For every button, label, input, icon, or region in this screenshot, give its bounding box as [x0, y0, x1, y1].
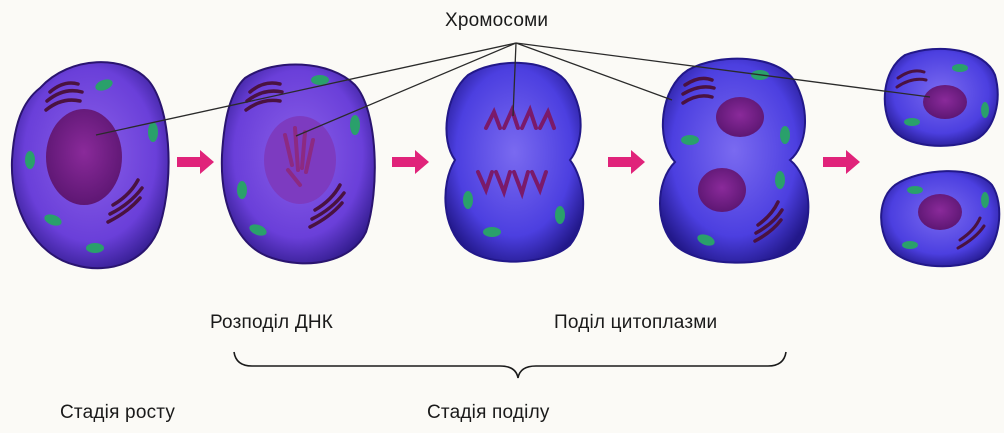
arrow-4: [823, 150, 860, 174]
nucleus: [46, 109, 122, 205]
arrow-3: [608, 150, 645, 174]
arrow-1: [177, 150, 214, 174]
cell-interphase: [12, 62, 169, 268]
dna-division-label: Розподіл ДНК: [210, 312, 333, 334]
daughter-cell-upper: [885, 49, 998, 146]
nucleus: [923, 85, 967, 119]
arrow-2: [392, 150, 429, 174]
cell-dna-replication: [222, 64, 375, 263]
division-brace: [234, 352, 786, 378]
cytoplasm-division-label: Поділ цитоплазми: [554, 312, 717, 334]
growth-stage-label: Стадія росту: [60, 402, 175, 424]
nucleus-upper: [716, 97, 764, 137]
chromosomes-label: Хромосоми: [445, 10, 548, 32]
daughter-cell-lower: [881, 171, 999, 266]
nucleus: [918, 194, 962, 230]
nucleus: [264, 116, 336, 204]
division-stage-label: Стадія поділу: [427, 402, 550, 424]
nucleus-lower: [698, 168, 746, 212]
cell-cytokinesis: [660, 59, 808, 263]
